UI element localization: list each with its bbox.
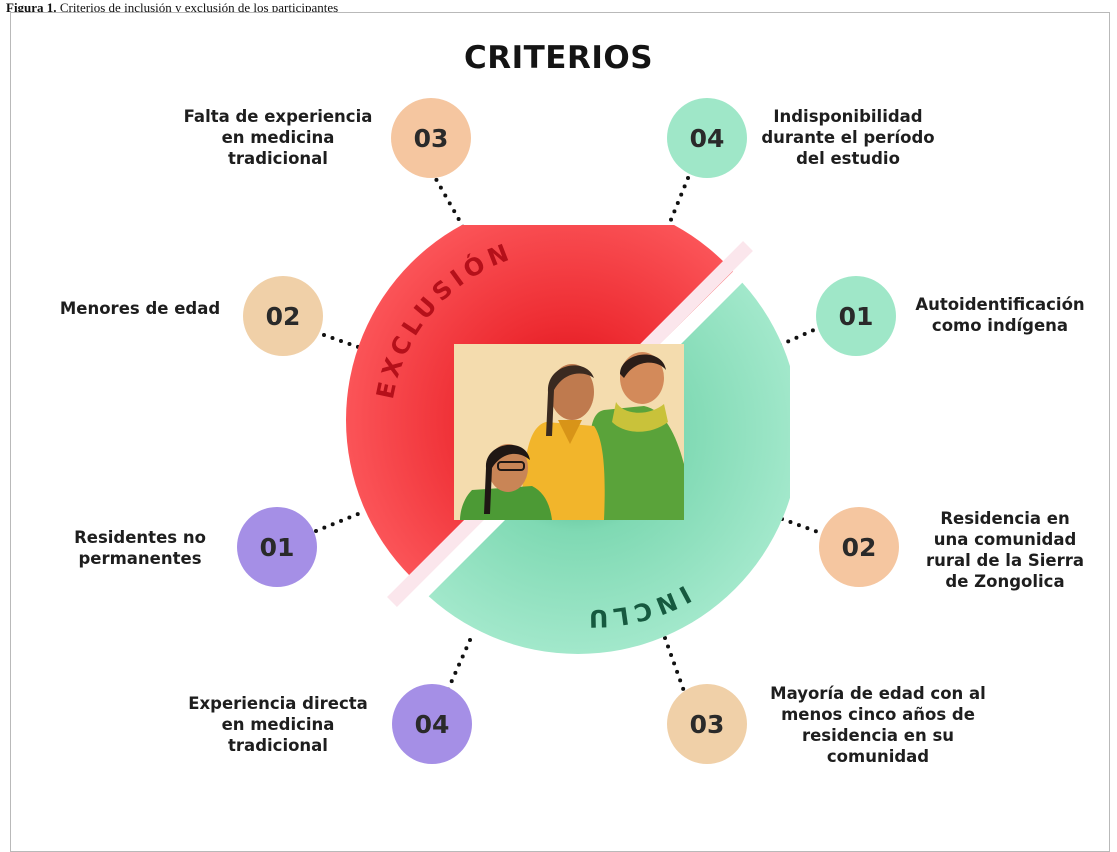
exclusion-criterion-03-line-1: Falta de experiencia <box>183 107 373 126</box>
inclusion-badge-04-circle <box>667 98 747 178</box>
figure-caption: Figura 1. Criterios de inclusión y exclu… <box>6 0 338 16</box>
exclusion-badge-03-circle <box>391 98 471 178</box>
inclusion-badge-03-circle <box>667 684 747 764</box>
left-girl-hair <box>484 444 530 514</box>
inclusion-criterion-02-text: Residencia en una comunidad rural de la … <box>905 508 1105 592</box>
inclusion-criterion-02-line-3: rural de la Sierra <box>926 551 1084 570</box>
inclusion-criterion-03-line-1: Mayoría de edad con al <box>770 684 986 703</box>
inclusion-criterion-01-line-2: como indígena <box>931 316 1069 335</box>
indigenous-women-illustration <box>454 344 684 520</box>
badges: 03 04 02 01 01 02 04 03 <box>237 98 899 764</box>
inclusion-badge-01: 01 <box>816 276 896 356</box>
inclusion-badge-01-circle <box>816 276 896 356</box>
exclusion-criterion-04-line-3: tradicional <box>228 736 328 755</box>
inclusion-criterion-02-line-2: una comunidad <box>933 530 1077 549</box>
exclusion-badge-01-circle <box>237 507 317 587</box>
inclusion-criterion-04-line-2: durante el período <box>761 128 935 147</box>
exclusion-badge-02: 02 <box>243 276 323 356</box>
inclusion-badge-02-number: 02 <box>842 533 877 562</box>
inclusion-badge-02-circle <box>819 507 899 587</box>
inclusion-criterion-03-line-2: menos cinco años de <box>781 705 975 724</box>
left-girl-body <box>460 486 552 520</box>
inclusion-criterion-03-line-4: comunidad <box>826 747 930 766</box>
inclusion-criterion-02-line-1: Residencia en <box>940 509 1070 528</box>
inclusion-badge-04-number: 04 <box>690 124 725 153</box>
inclusion-criterion-01-text: Autoidentificación como indígena <box>900 294 1100 336</box>
connector-lines <box>314 170 820 696</box>
middle-woman-collar <box>558 420 582 444</box>
exclusion-criterion-03-line-3: tradicional <box>228 149 328 168</box>
inclusion-criterion-04-line-3: del estudio <box>796 149 900 168</box>
right-woman-scarf <box>612 402 668 432</box>
exclusion-criterion-02-text: Menores de edad <box>40 298 240 319</box>
exclusion-badge-03: 03 <box>391 98 471 178</box>
caption-label: Figura 1. <box>6 0 57 15</box>
exclusion-criterion-01-line-2: permanentes <box>78 549 202 568</box>
exclusion-badge-03-number: 03 <box>414 124 449 153</box>
exclusion-badge-04-circle <box>392 684 472 764</box>
exclusion-badge-04: 04 <box>392 684 472 764</box>
exclusion-criterion-04-line-2: en medicina <box>221 715 335 734</box>
inclusion-criterion-03-text: Mayoría de edad con al menos cinco años … <box>748 683 1008 767</box>
inclusion-criterion-04-text: Indisponibilidad durante el período del … <box>748 106 948 169</box>
left-girl-glasses <box>497 461 525 471</box>
right-woman-body <box>586 406 684 520</box>
exclusion-criterion-02-line-1: Menores de edad <box>59 299 221 318</box>
inclusion-badge-02: 02 <box>819 507 899 587</box>
inclusion-badge-01-number: 01 <box>839 302 874 331</box>
inclusion-criterion-04-line-1: Indisponibilidad <box>773 107 923 126</box>
exclusion-badge-01-number: 01 <box>260 533 295 562</box>
caption-text: Criterios de inclusión y exclusión de lo… <box>59 0 339 15</box>
exclusion-criterion-03-text: Falta de experiencia en medicina tradici… <box>160 106 396 169</box>
exclusion-badge-01: 01 <box>237 507 317 587</box>
inclusion-badge-04: 04 <box>667 98 747 178</box>
exclusion-badge-02-circle <box>243 276 323 356</box>
inclusion-criterion-03-line-3: residencia en su <box>801 726 955 745</box>
inclusion-criterion-01-line-1: Autoidentificación <box>915 295 1085 314</box>
exclusion-criterion-04-text: Experiencia directa en medicina tradicio… <box>160 693 396 756</box>
diagram-title: CRITERIOS <box>463 40 654 76</box>
inclusion-criterion-02-line-4: de Zongolica <box>945 572 1065 591</box>
inclusion-badge-03-number: 03 <box>690 710 725 739</box>
exclusion-criterion-03-line-2: en medicina <box>221 128 335 147</box>
middle-woman-hair <box>546 365 594 436</box>
inclusion-badge-03: 03 <box>667 684 747 764</box>
right-woman-hair <box>620 354 666 378</box>
exclusion-criterion-01-line-1: Residentes no <box>74 528 206 547</box>
exclusion-badge-04-number: 04 <box>415 710 450 739</box>
exclusion-badge-02-number: 02 <box>266 302 301 331</box>
exclusion-criterion-04-line-1: Experiencia directa <box>188 694 368 713</box>
illustration-drawing <box>454 344 684 520</box>
exclusion-criterion-01-text: Residentes no permanentes <box>50 527 230 569</box>
